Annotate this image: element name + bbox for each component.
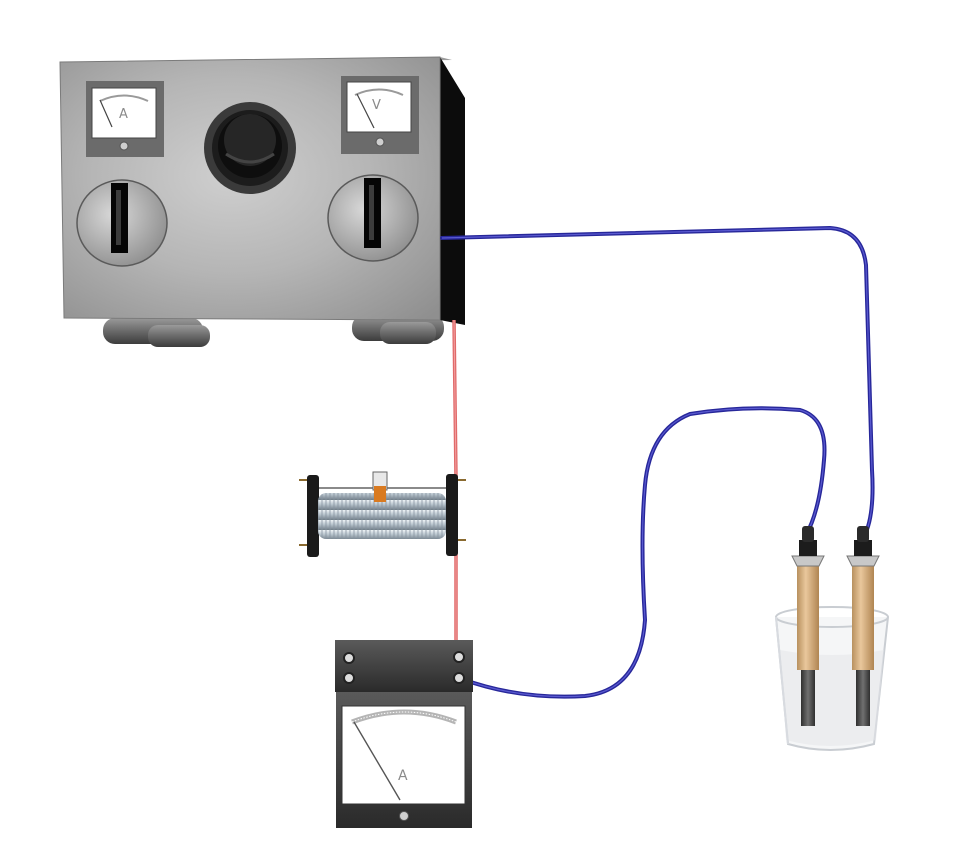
ammeter-symbol: A: [398, 768, 408, 784]
supply-ammeter-gauge: A: [86, 81, 164, 157]
left-electrode: [791, 526, 825, 726]
electrolytic-cell: [775, 526, 889, 751]
power-supply-side: [440, 57, 465, 325]
positive-wire: [452, 319, 458, 655]
rheostat-slider[interactable]: [372, 471, 388, 502]
supply-voltmeter-gauge: V: [341, 76, 419, 154]
voltage-dial[interactable]: [204, 102, 296, 194]
power-supply: A V: [59, 56, 465, 347]
negative-wire-supply-to-electrode: [440, 225, 875, 542]
right-electrode: [846, 526, 880, 726]
ammeter: A: [335, 640, 473, 828]
supply-voltmeter-symbol: V: [372, 98, 381, 113]
ammeter-needle: [353, 721, 401, 801]
power-supply-feet: [103, 315, 444, 347]
left-rotary-knob[interactable]: [76, 179, 168, 267]
ammeter-terminals[interactable]: [343, 651, 465, 684]
supply-ammeter-symbol: A: [119, 107, 128, 122]
rheostat-coil: [318, 493, 446, 539]
wire-ammeter-to-electrode: [460, 406, 827, 699]
rheostat: [299, 471, 466, 557]
right-rotary-knob[interactable]: [327, 174, 419, 262]
